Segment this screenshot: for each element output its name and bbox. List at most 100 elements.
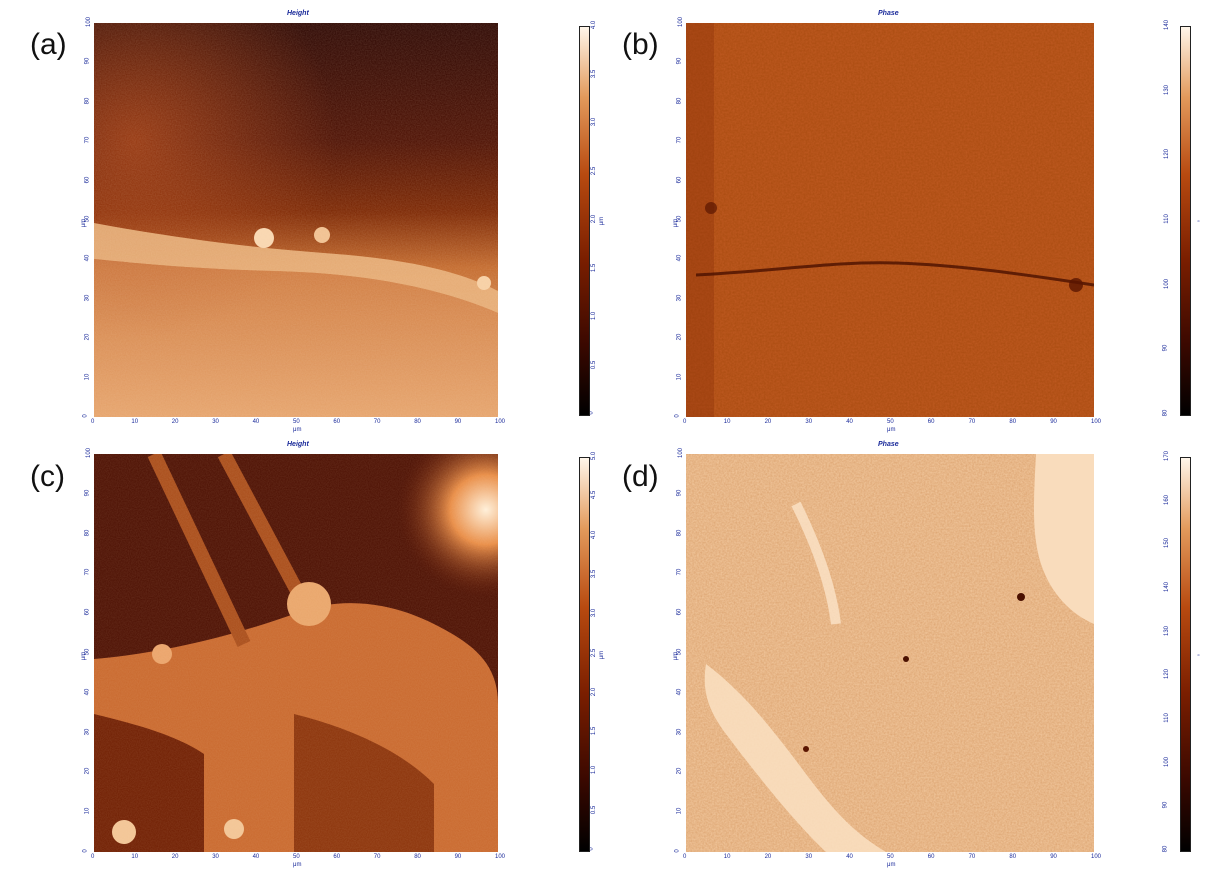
y-tick-label-b: 100 [678,16,685,28]
y-tick-label-d: 0 [674,849,681,853]
y-tick-label-c: 30 [84,728,91,735]
colorbar-tick-label-a: 3.5 [591,69,598,78]
colorbar-tick-label-a: 0.5 [591,360,598,369]
colorbar-tick-label-a: 4.0 [591,20,598,30]
image-title-a: Height [287,10,309,17]
colorbar-c [579,457,590,852]
y-tick-label-a: 100 [86,16,93,28]
colorbar-tick-label-d: 100 [1164,756,1171,767]
x-axis-unit-b: μm [887,427,896,433]
x-tick-label-a: 30 [212,419,219,425]
x-tick-label-d: 30 [805,854,813,860]
y-axis-unit-d: μm [673,651,680,661]
x-tick-label-a: 90 [454,419,462,425]
colorbar-tick-label-d: 140 [1164,581,1171,593]
x-axis-unit-c: μm [293,862,302,868]
colorbar-unit-a: μm [599,216,606,226]
x-tick-label-d: 60 [927,854,935,860]
y-tick-label-a: 60 [84,176,91,183]
x-tick-label-d: 90 [1050,854,1057,860]
y-tick-label-d: 20 [676,768,683,775]
y-tick-label-b: 20 [676,333,683,341]
y-tick-label-c: 100 [86,447,93,459]
colorbar-tick-label-b: 100 [1164,278,1171,289]
colorbar-tick-label-b: 110 [1163,214,1170,224]
colorbar-b [1180,26,1191,416]
x-tick-label-d: 10 [723,854,731,860]
x-tick-label-b: 90 [1050,419,1057,425]
colorbar-tick-label-d: 170 [1164,450,1171,462]
y-tick-label-c: 10 [84,807,91,815]
colorbar-tick-label-b: 130 [1164,84,1171,95]
colorbar-tick-label-c: 3.5 [591,569,598,579]
afm-phase-image-d [686,454,1094,852]
x-axis-unit-a: μm [293,427,302,433]
colorbar-tick-label-c: 2.0 [591,687,598,696]
y-axis-unit-a: μm [81,218,88,228]
y-tick-label-c: 60 [84,608,91,616]
x-tick-label-c: 40 [252,854,260,860]
colorbar-tick-label-c: 4.5 [591,491,598,500]
y-tick-label-d: 80 [676,529,683,536]
colorbar-tick-label-b: 140 [1164,19,1171,31]
colorbar-tick-label-a: 1.5 [591,263,598,272]
y-tick-label-a: 10 [84,373,91,380]
x-tick-label-a: 20 [171,419,179,425]
panel-label-b: (b) [622,28,659,61]
x-tick-label-c: 90 [454,854,462,860]
colorbar-tick-label-d: 150 [1164,538,1171,549]
x-tick-label-c: 20 [171,854,179,860]
colorbar-d [1180,457,1191,852]
colorbar-tick-label-d: 110 [1163,713,1170,723]
x-tick-label-d: 70 [968,854,976,860]
panel-label-a: (a) [30,28,67,61]
y-tick-label-b: 80 [676,97,683,105]
x-tick-label-b: 50 [887,419,894,425]
y-tick-label-b: 0 [674,414,681,418]
y-axis-unit-c: μm [81,651,88,661]
y-tick-label-b: 30 [676,294,683,302]
x-tick-label-b: 0 [683,419,687,425]
x-axis-unit-d: μm [887,862,896,868]
image-title-b: Phase [878,10,899,17]
colorbar-tick-label-a: 2.0 [591,214,598,224]
colorbar-tick-label-a: 1.0 [591,311,598,321]
x-tick-label-b: 40 [846,419,853,425]
y-tick-label-d: 100 [678,447,685,459]
x-tick-label-d: 20 [764,854,772,860]
colorbar-tick-label-d: 90 [1162,801,1169,809]
y-tick-label-d: 10 [676,807,683,815]
colorbar-unit-c: μm [599,650,606,660]
y-tick-label-c: 80 [84,529,91,536]
x-tick-label-b: 100 [1091,419,1102,425]
y-tick-label-d: 60 [676,608,683,616]
colorbar-tick-label-d: 160 [1164,494,1171,505]
x-tick-label-c: 70 [373,854,381,860]
y-tick-label-c: 90 [84,489,91,497]
colorbar-tick-label-c: 3.0 [591,609,598,618]
panel-label-c: (c) [30,460,65,493]
x-tick-label-b: 30 [805,419,813,425]
x-tick-label-d: 0 [683,854,687,860]
afm-height-image-c [94,454,498,852]
x-tick-label-d: 80 [1009,854,1017,860]
colorbar-a [579,26,590,416]
x-tick-label-a: 80 [414,419,421,425]
y-tick-label-d: 90 [676,489,683,497]
x-tick-label-c: 50 [293,854,300,860]
x-tick-label-c: 60 [333,854,341,860]
panel-label-d: (d) [622,460,659,493]
colorbar-tick-label-c: 4.0 [591,530,598,539]
y-tick-label-b: 90 [676,58,683,65]
y-tick-label-a: 80 [84,97,91,105]
colorbar-unit-b: ° [1198,219,1205,223]
x-tick-label-a: 0 [91,419,95,425]
x-tick-label-a: 40 [252,419,260,425]
colorbar-tick-label-b: 120 [1164,149,1171,160]
y-tick-label-b: 40 [676,255,683,262]
colorbar-tick-label-d: 80 [1162,845,1169,853]
image-title-d: Phase [878,441,899,448]
x-tick-label-a: 10 [131,419,139,425]
x-tick-label-c: 10 [131,854,139,860]
x-tick-label-a: 100 [495,419,506,425]
